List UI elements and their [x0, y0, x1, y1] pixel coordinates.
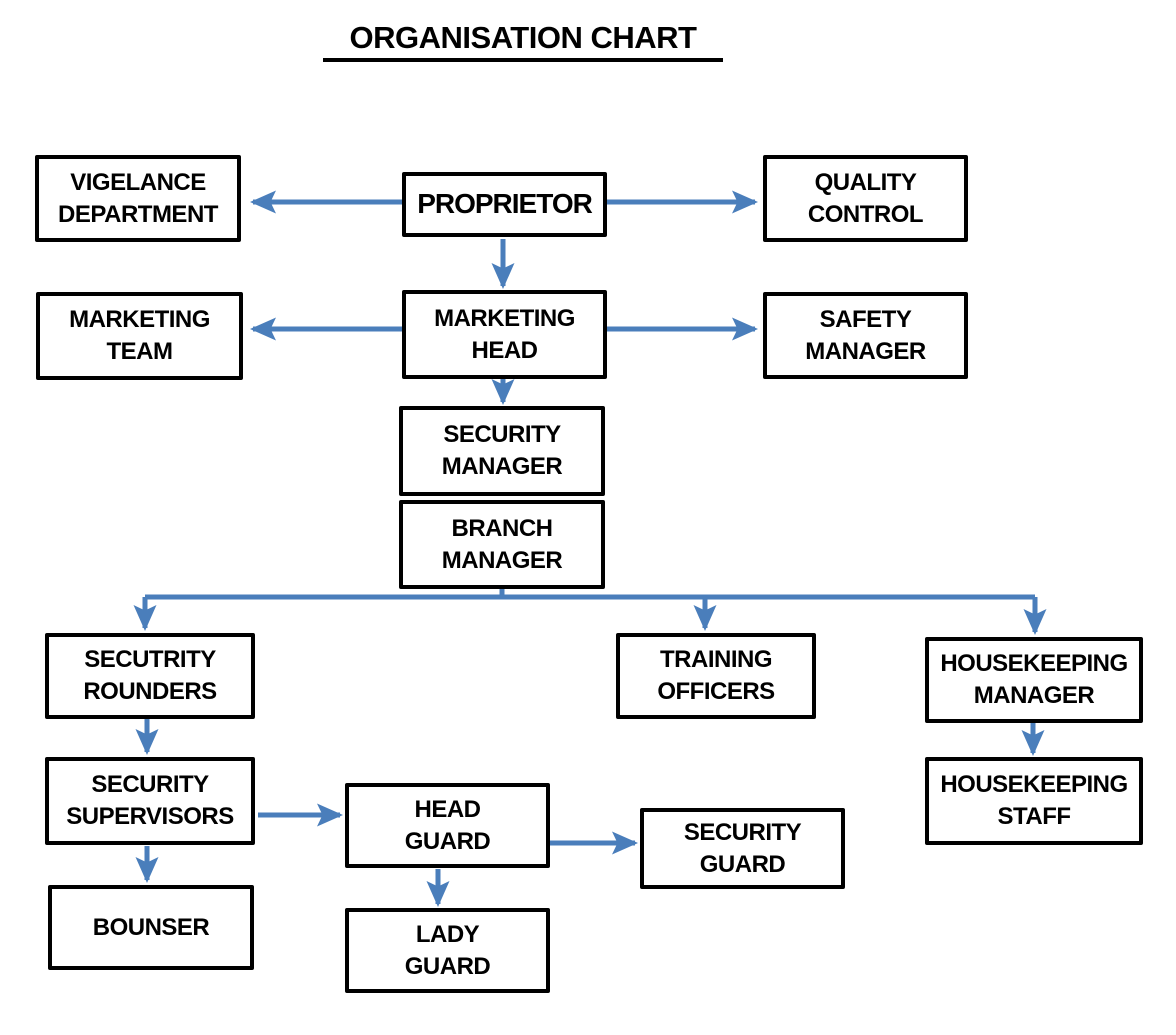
- node-security-guard: SECURITY GUARD: [640, 808, 845, 889]
- node-head-guard: HEAD GUARD: [345, 783, 550, 868]
- node-label-marketing-team: MARKETING TEAM: [69, 306, 210, 365]
- node-label-secutrity-rounders: SECUTRITY ROUNDERS: [83, 646, 217, 705]
- node-label-proprietor: PROPRIETOR: [417, 188, 593, 220]
- node-quality-control: QUALITY CONTROL: [763, 155, 968, 242]
- node-bounser: BOUNSER: [48, 885, 254, 970]
- node-housekeeping-manager: HOUSEKEEPING MANAGER: [925, 637, 1143, 723]
- node-label-marketing-head: MARKETING HEAD: [434, 304, 575, 364]
- node-label-head-guard: HEAD GUARD: [404, 795, 491, 855]
- node-label-housekeeping-staff: HOUSEKEEPING STAFF: [940, 771, 1128, 830]
- node-label-quality-control: QUALITY CONTROL: [807, 168, 924, 228]
- page-title: ORGANISATION CHART: [323, 20, 723, 62]
- node-label-housekeeping-manager: HOUSEKEEPING MANAGER: [940, 650, 1128, 709]
- node-security-supervisors: SECURITY SUPERVISORS: [45, 757, 255, 845]
- node-lady-guard: LADY GUARD: [345, 908, 550, 993]
- node-marketing-team: MARKETING TEAM: [36, 292, 243, 380]
- node-security-manager: SECURITY MANAGER: [399, 406, 605, 496]
- node-branch-manager: BRANCH MANAGER: [399, 500, 605, 589]
- node-label-security-guard: SECURITY GUARD: [683, 818, 802, 878]
- node-label-security-supervisors: SECURITY SUPERVISORS: [66, 771, 234, 830]
- node-marketing-head: MARKETING HEAD: [402, 290, 607, 379]
- node-secutrity-rounders: SECUTRITY ROUNDERS: [45, 633, 255, 719]
- node-label-vigelance-department: VIGELANCE DEPARTMENT: [58, 168, 218, 228]
- node-label-training-officers: TRAINING OFFICERS: [657, 646, 775, 705]
- node-label-branch-manager: BRANCH MANAGER: [441, 514, 563, 574]
- node-proprietor: PROPRIETOR: [402, 172, 607, 237]
- node-vigelance-department: VIGELANCE DEPARTMENT: [35, 155, 241, 242]
- node-label-bounser: BOUNSER: [92, 913, 210, 941]
- node-label-security-manager: SECURITY MANAGER: [441, 421, 563, 480]
- node-label-lady-guard: LADY GUARD: [404, 920, 491, 980]
- node-housekeeping-staff: HOUSEKEEPING STAFF: [925, 757, 1143, 845]
- node-label-safety-manager: SAFETY MANAGER: [805, 305, 926, 365]
- node-training-officers: TRAINING OFFICERS: [616, 633, 816, 719]
- node-safety-manager: SAFETY MANAGER: [763, 292, 968, 379]
